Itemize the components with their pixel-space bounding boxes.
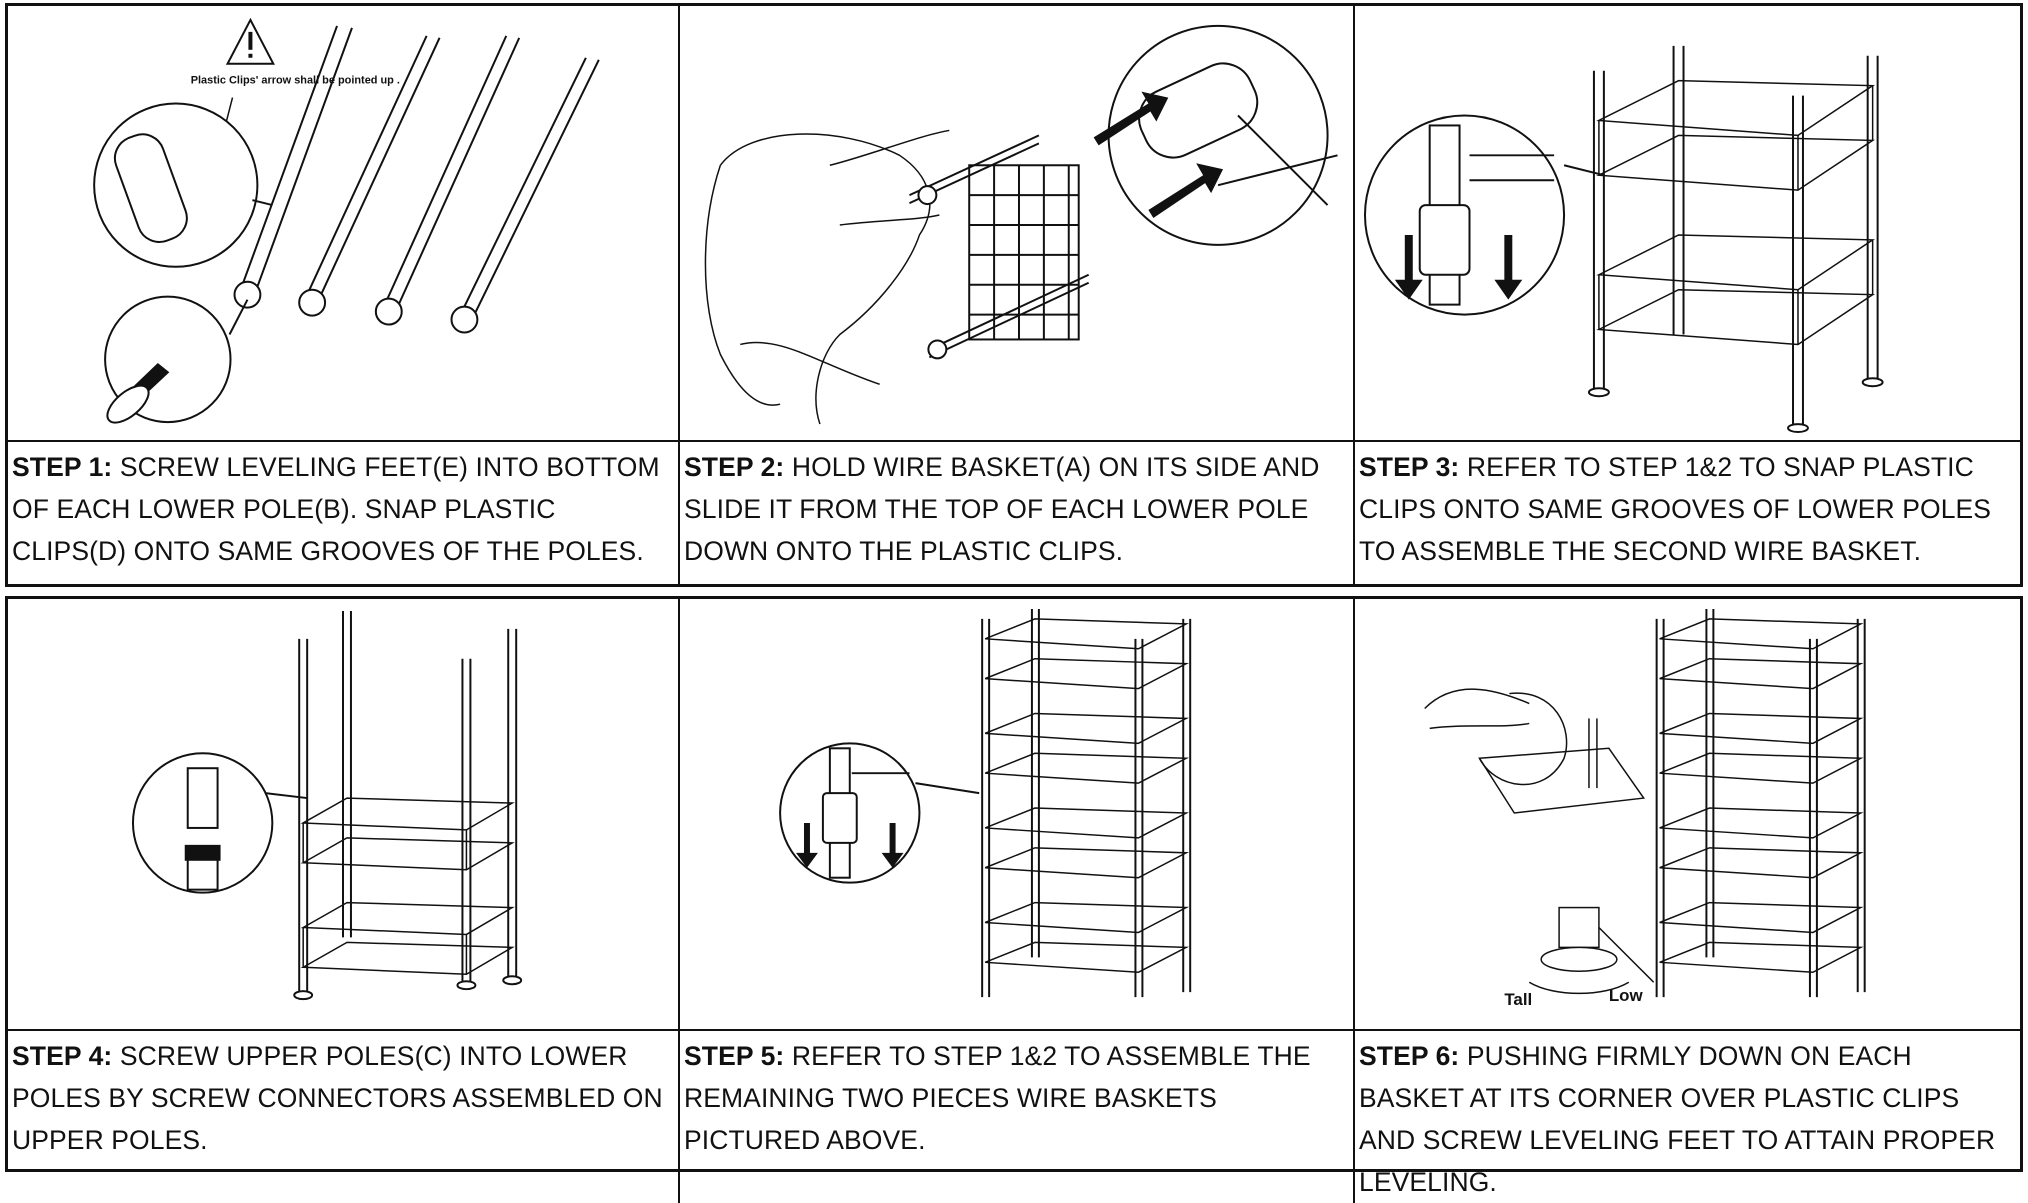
steps-row-top: Plastic Clips' arrow shall be pointed up… bbox=[5, 3, 2023, 587]
step-2-label: STEP 2: bbox=[684, 452, 784, 482]
plastic-clips-callout: Plastic Clips' arrow shall be pointed up… bbox=[191, 75, 400, 87]
lower-basket bbox=[303, 903, 512, 975]
step-2-drawing bbox=[680, 6, 1353, 440]
step-1-caption: STEP 1: SCREW LEVELING FEET(E) INTO BOTT… bbox=[8, 442, 678, 572]
step-2-cell: STEP 2: HOLD WIRE BASKET(A) ON ITS SIDE … bbox=[680, 6, 1355, 584]
step-1-cell: Plastic Clips' arrow shall be pointed up… bbox=[8, 6, 680, 584]
step-4-cell: STEP 4: SCREW UPPER POLES(C) INTO LOWER … bbox=[8, 599, 680, 1203]
step-5-illustration bbox=[680, 599, 1353, 1031]
step-3-caption: STEP 3: REFER TO STEP 1&2 TO SNAP PLASTI… bbox=[1355, 442, 2020, 572]
step-3-label: STEP 3: bbox=[1359, 452, 1459, 482]
step-6-illustration: Tall Low bbox=[1355, 599, 2020, 1031]
step-4-label: STEP 4: bbox=[12, 1041, 112, 1071]
warning-triangle-icon bbox=[228, 20, 274, 64]
step-3-cell: STEP 3: REFER TO STEP 1&2 TO SNAP PLASTI… bbox=[1355, 6, 2020, 584]
step-4-caption: STEP 4: SCREW UPPER POLES(C) INTO LOWER … bbox=[8, 1031, 678, 1161]
steps-row-bottom: STEP 4: SCREW UPPER POLES(C) INTO LOWER … bbox=[5, 596, 2023, 1172]
upper-basket bbox=[303, 798, 512, 870]
step-3-illustration bbox=[1355, 6, 2020, 442]
step-3-drawing bbox=[1355, 6, 2020, 440]
tall-label: Tall bbox=[1504, 990, 1532, 1009]
step-4-illustration bbox=[8, 599, 678, 1031]
upper-basket bbox=[1599, 81, 1873, 190]
step-2-illustration bbox=[680, 6, 1353, 442]
foot-detail-circle bbox=[101, 297, 247, 430]
horizontal-poles bbox=[909, 135, 1088, 358]
step-5-cell: STEP 5: REFER TO STEP 1&2 TO ASSEMBLE TH… bbox=[680, 599, 1355, 1203]
low-label: Low bbox=[1609, 986, 1644, 1005]
poles-with-upper-extensions bbox=[294, 611, 521, 999]
step-1-drawing: Plastic Clips' arrow shall be pointed up… bbox=[8, 6, 678, 440]
step-4-drawing bbox=[8, 599, 678, 1029]
step-5-drawing bbox=[680, 599, 1353, 1029]
step-1-label: STEP 1: bbox=[12, 452, 112, 482]
step-6-cell: Tall Low STEP 6: PUSHING FIRMLY DOWN ON … bbox=[1355, 599, 2020, 1203]
step-2-caption: STEP 2: HOLD WIRE BASKET(A) ON ITS SIDE … bbox=[680, 442, 1353, 572]
clip-detail-circle bbox=[94, 104, 272, 267]
wire-baskets bbox=[1660, 619, 1861, 972]
step-6-caption: STEP 6: PUSHING FIRMLY DOWN ON EACH BASK… bbox=[1355, 1031, 2020, 1203]
step-1-illustration: Plastic Clips' arrow shall be pointed up… bbox=[8, 6, 678, 442]
step-6-drawing: Tall Low bbox=[1355, 599, 2020, 1029]
step-5-caption: STEP 5: REFER TO STEP 1&2 TO ASSEMBLE TH… bbox=[680, 1031, 1353, 1161]
clip-detail-circle bbox=[1109, 26, 1338, 245]
hand-pressing-detail bbox=[1425, 689, 1644, 813]
wire-baskets bbox=[985, 619, 1186, 972]
lower-basket bbox=[1599, 235, 1873, 344]
connector-detail-circle bbox=[133, 753, 307, 892]
pole-4 bbox=[452, 58, 599, 333]
step-6-label: STEP 6: bbox=[1359, 1041, 1459, 1071]
step-5-label: STEP 5: bbox=[684, 1041, 784, 1071]
lower-poles bbox=[235, 26, 599, 333]
person-outline bbox=[705, 130, 949, 424]
leveling-foot-detail bbox=[1529, 908, 1653, 994]
